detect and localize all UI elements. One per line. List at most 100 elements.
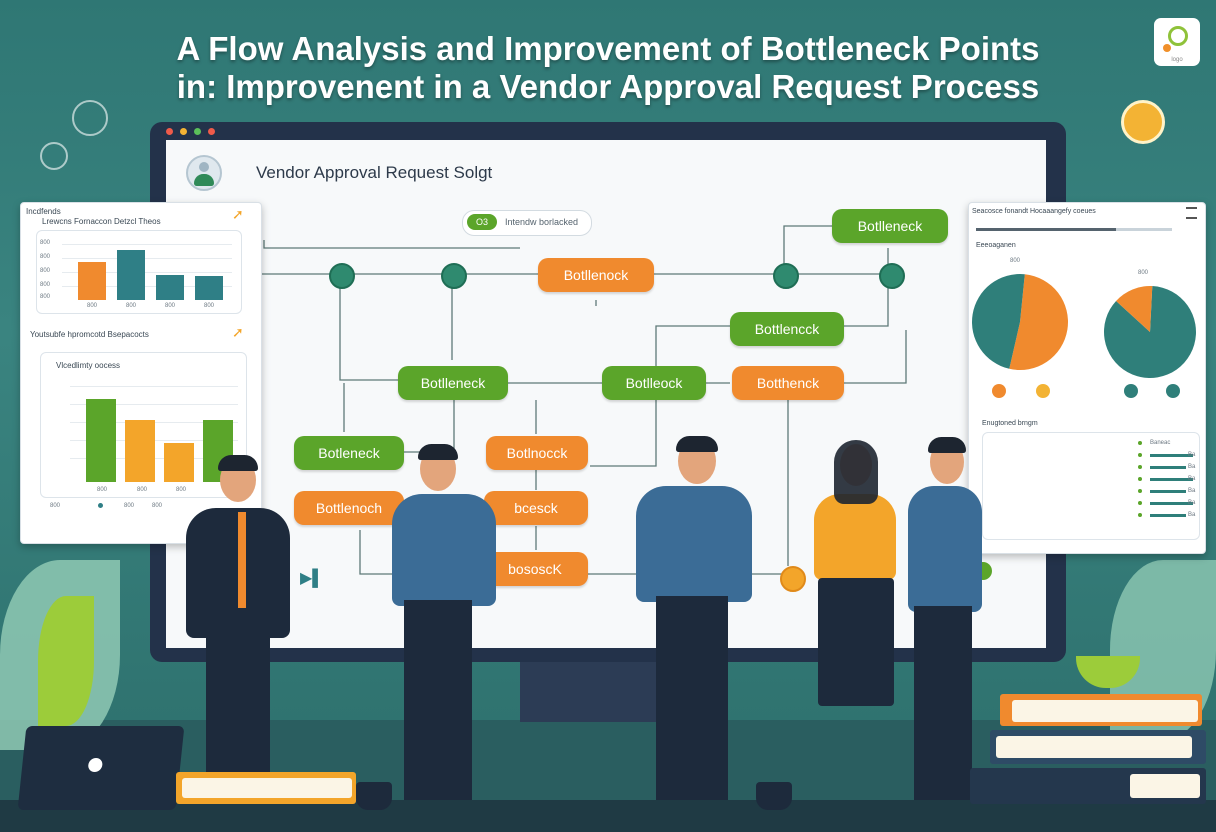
window-minimize-dot[interactable]	[180, 128, 187, 135]
bottleneck-step-10[interactable]: bcesck	[484, 491, 588, 525]
person-2-body	[392, 494, 496, 606]
flow-junction-node[interactable]	[441, 263, 467, 289]
legend-bar	[1150, 514, 1186, 517]
legend-bar	[1150, 490, 1186, 493]
legend-bar	[1150, 454, 1193, 457]
person-4-skirt	[818, 578, 894, 706]
legend-label: Baneac	[1150, 440, 1171, 446]
bottleneck-step-1[interactable]: Botlleneck	[832, 209, 948, 243]
book-stack-right-pages	[1012, 700, 1198, 722]
legend-dot	[1138, 465, 1142, 469]
person-5-hair	[928, 437, 966, 453]
chart1-ytick: 800	[40, 240, 51, 246]
person-2-legs	[404, 600, 472, 800]
bottleneck-step-11[interactable]: bososcK	[482, 552, 588, 586]
person-1-legs	[206, 630, 270, 800]
chart1-ytick: 800	[40, 282, 51, 288]
person-5-legs	[914, 606, 972, 800]
person-4-hair	[834, 440, 878, 504]
legend-label: Ba	[1188, 464, 1196, 470]
chart1-ytick: 800	[40, 254, 51, 260]
bottleneck-step-7[interactable]: Botleneck	[294, 436, 404, 470]
legend-dot	[1138, 477, 1142, 481]
legend-dot-orange	[992, 384, 1006, 398]
pie-slice-2[interactable]	[971, 274, 1025, 369]
progress-slider-fill	[976, 228, 1116, 231]
pie-slice-1[interactable]	[1009, 274, 1068, 370]
pie-slice-2[interactable]	[1116, 286, 1153, 332]
bottleneck-step-6[interactable]: Botthenck	[732, 366, 844, 400]
person-1-tie	[238, 512, 246, 608]
bottleneck-step-4[interactable]: Botlleneck	[398, 366, 508, 400]
person-5-body	[908, 486, 982, 612]
laptop[interactable]	[17, 726, 185, 810]
footer-dot-icon	[98, 503, 103, 508]
trend-up-icon[interactable]: ➚	[232, 206, 244, 222]
legend-dot	[1138, 489, 1142, 493]
pie-slice-1[interactable]	[1104, 286, 1196, 378]
decorative-ring	[72, 100, 108, 136]
flow-endpoint-orange[interactable]	[780, 566, 806, 592]
chart1-ytick: 800	[40, 268, 51, 274]
panel-footer-value: 800	[124, 503, 135, 509]
bottleneck-step-5[interactable]: Botlleock	[602, 366, 706, 400]
bar-3[interactable]	[156, 274, 184, 300]
flow-junction-node[interactable]	[773, 263, 799, 289]
bottleneck-step-9[interactable]: Bottlenoch	[294, 491, 404, 525]
legend-dot-teal	[1166, 384, 1180, 398]
legend-dot	[1138, 501, 1142, 505]
section2-title: Youtsubfe hpromcotd Bsepacocts	[30, 330, 149, 339]
person-3-body	[636, 486, 752, 602]
right-panel-heading: Seacosce fonandt Hocaaangefy coeues	[972, 208, 1096, 215]
search-tag: O3	[467, 214, 497, 230]
legend-label: Ba	[1188, 452, 1196, 458]
search-text: Intendw borlacked	[505, 217, 579, 227]
bar-2[interactable]	[125, 419, 155, 482]
trend-up-icon[interactable]: ➚	[232, 324, 244, 340]
desk-surface	[0, 800, 1216, 832]
chart2-title: Vlcedlimty oocess	[56, 361, 121, 370]
user-avatar[interactable]	[186, 155, 222, 191]
chart1-xlabel: 800	[204, 303, 215, 309]
legend-bar	[1150, 478, 1193, 481]
bar-1[interactable]	[78, 261, 106, 300]
bottleneck-step-2[interactable]: Botllenock	[538, 258, 654, 292]
chart1-title: Lrewcns Fornaccon Detzcl Theos	[42, 217, 161, 226]
book-stack-left-pages	[182, 778, 352, 798]
coin-badge-icon	[1121, 100, 1165, 144]
window-zoom-dot[interactable]	[194, 128, 201, 135]
book-stack-right-pages	[996, 736, 1192, 758]
legend-dot	[1138, 513, 1142, 517]
person-1-hair	[218, 455, 258, 471]
window-close-dot[interactable]	[166, 128, 173, 135]
legend-label: Ba	[1188, 512, 1196, 518]
book-stack-right-pages	[1130, 774, 1200, 798]
person-3-hair	[676, 436, 718, 452]
logo-caption: logo	[1171, 57, 1183, 63]
small-pot	[756, 782, 792, 810]
bar-4[interactable]	[195, 276, 223, 300]
flow-junction-node[interactable]	[879, 263, 905, 289]
bar-1[interactable]	[86, 399, 116, 482]
right-section1-title: Eeeoaganen	[976, 242, 1016, 249]
legend-dot-teal	[1124, 384, 1138, 398]
chart2-xlabel: 800	[97, 487, 108, 493]
page-title: A Flow Analysis and Improvement of Bottl…	[0, 30, 1216, 106]
window-extra-dot[interactable]	[208, 128, 215, 135]
legend-label: Ba	[1188, 476, 1196, 482]
flow-junction-node[interactable]	[329, 263, 355, 289]
legend-dot-gold	[1036, 384, 1050, 398]
menu-icon[interactable]	[1186, 207, 1197, 219]
chart2-xlabel: 800	[137, 487, 148, 493]
pie1-label: 800	[1010, 258, 1021, 264]
search-filter[interactable]: O3 Intendw borlacked	[462, 210, 592, 236]
bar-2[interactable]	[117, 249, 145, 300]
chart1-gridline	[62, 272, 232, 273]
brand-logo: logo	[1154, 18, 1200, 66]
bottleneck-step-3[interactable]: Bottlencck	[730, 312, 844, 346]
chart2-gridline	[70, 386, 238, 387]
bottleneck-step-8[interactable]: Botlnocck	[486, 436, 588, 470]
bar-3[interactable]	[164, 443, 194, 482]
panel-footer-value: 800	[50, 503, 61, 509]
chart1-gridline	[62, 244, 232, 245]
